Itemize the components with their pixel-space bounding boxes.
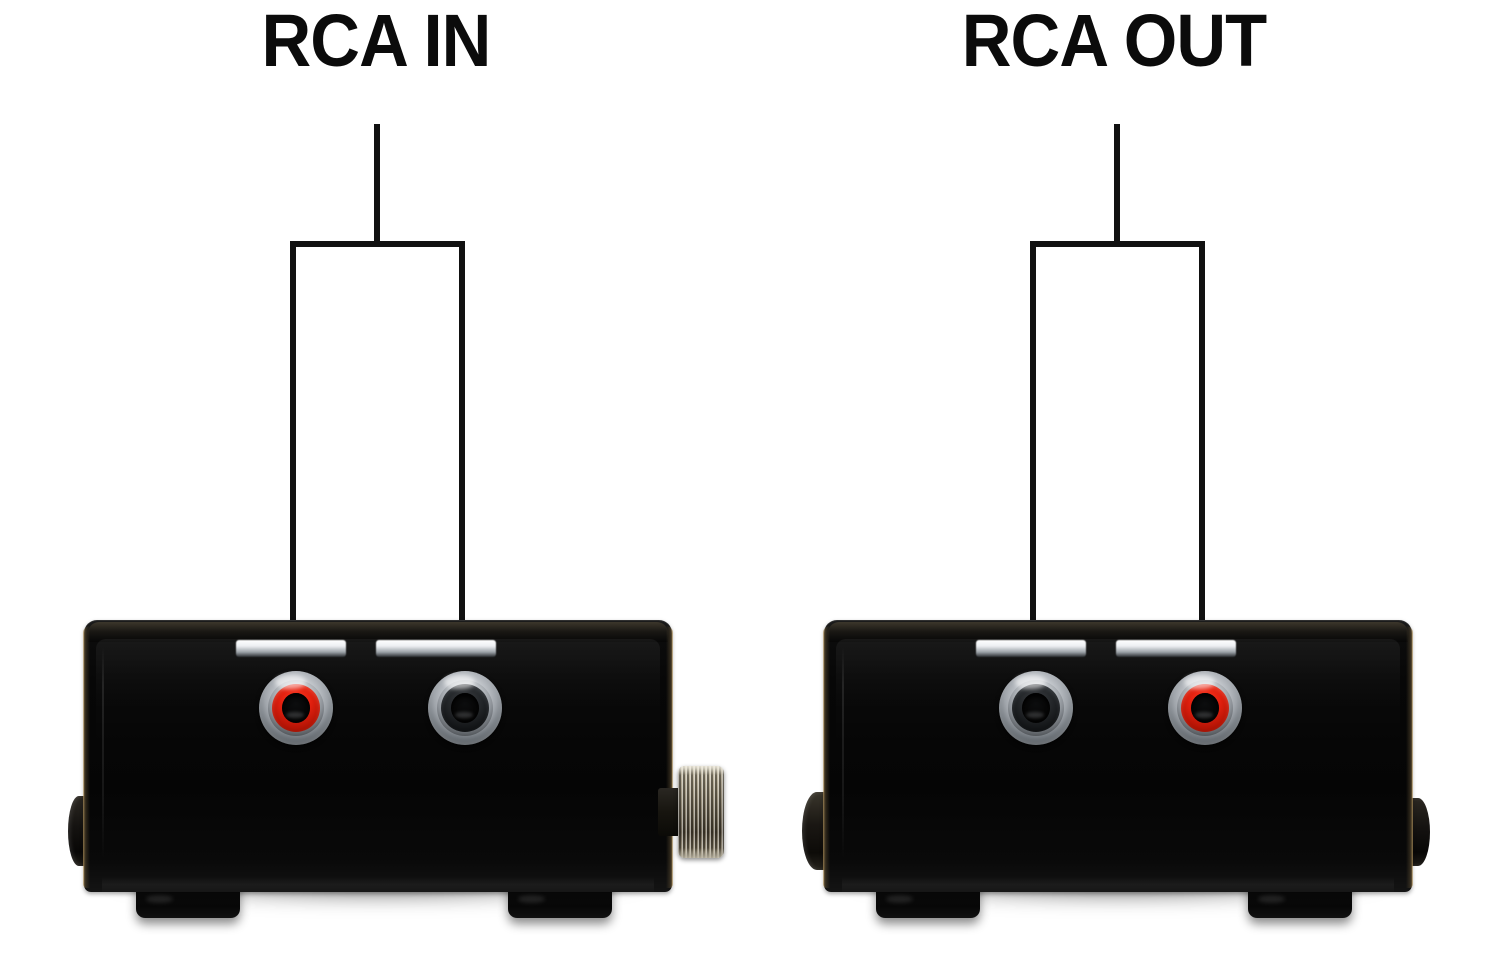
top-bevel-left xyxy=(88,622,668,642)
chassis-seam-left xyxy=(102,647,104,860)
specular-highlight-right-2 xyxy=(1116,640,1236,657)
jack-glint xyxy=(1015,674,1047,690)
bottom-lip-left xyxy=(101,876,655,892)
leader-drop-rca-out-left xyxy=(1030,241,1036,673)
callout-label-rca-out: RCA OUT xyxy=(961,0,1267,82)
thumbscrew-knurled-head xyxy=(678,766,724,858)
body-gloss-left xyxy=(95,639,661,748)
leader-crossbar-rca-out xyxy=(1030,241,1205,247)
top-bevel-right xyxy=(828,622,1408,642)
chassis-seam-right xyxy=(842,647,844,860)
leader-drop-rca-in-left xyxy=(290,241,296,673)
chassis-left-unit xyxy=(83,620,673,892)
rca-jack-right-unit-black[interactable] xyxy=(999,671,1073,745)
device-right-unit[interactable] xyxy=(802,620,1430,918)
leader-stem-rca-in xyxy=(374,124,380,246)
bevel-edge-right-unit-left xyxy=(823,626,830,888)
jack-hole xyxy=(451,693,479,723)
chassis-right-unit xyxy=(823,620,1413,892)
ground-thumbscrew-left-unit[interactable] xyxy=(658,766,730,858)
bottom-lip-right xyxy=(841,876,1395,892)
leader-drop-rca-in-right xyxy=(459,241,465,673)
jack-glint xyxy=(275,674,307,690)
bevel-edge-left-unit-left xyxy=(83,626,90,888)
jack-glint xyxy=(1184,674,1216,690)
rca-jack-right-unit-red[interactable] xyxy=(1168,671,1242,745)
device-left-unit[interactable] xyxy=(68,620,724,918)
specular-highlight-left-2 xyxy=(376,640,496,657)
body-gloss-right xyxy=(835,639,1401,748)
rca-jack-left-unit-red[interactable] xyxy=(259,671,333,745)
specular-highlight-left-1 xyxy=(236,640,346,657)
jack-hole xyxy=(282,693,310,723)
jack-hole xyxy=(1022,693,1050,723)
leader-crossbar-rca-in xyxy=(290,241,465,247)
rca-jack-left-unit-black[interactable] xyxy=(428,671,502,745)
callout-label-rca-in: RCA IN xyxy=(261,0,492,82)
jack-glint xyxy=(444,674,476,690)
jack-hole xyxy=(1191,693,1219,723)
specular-highlight-right-1 xyxy=(976,640,1086,657)
leader-stem-rca-out xyxy=(1114,124,1120,246)
leader-drop-rca-out-right xyxy=(1199,241,1205,673)
bevel-edge-right-unit-right xyxy=(1406,626,1413,888)
